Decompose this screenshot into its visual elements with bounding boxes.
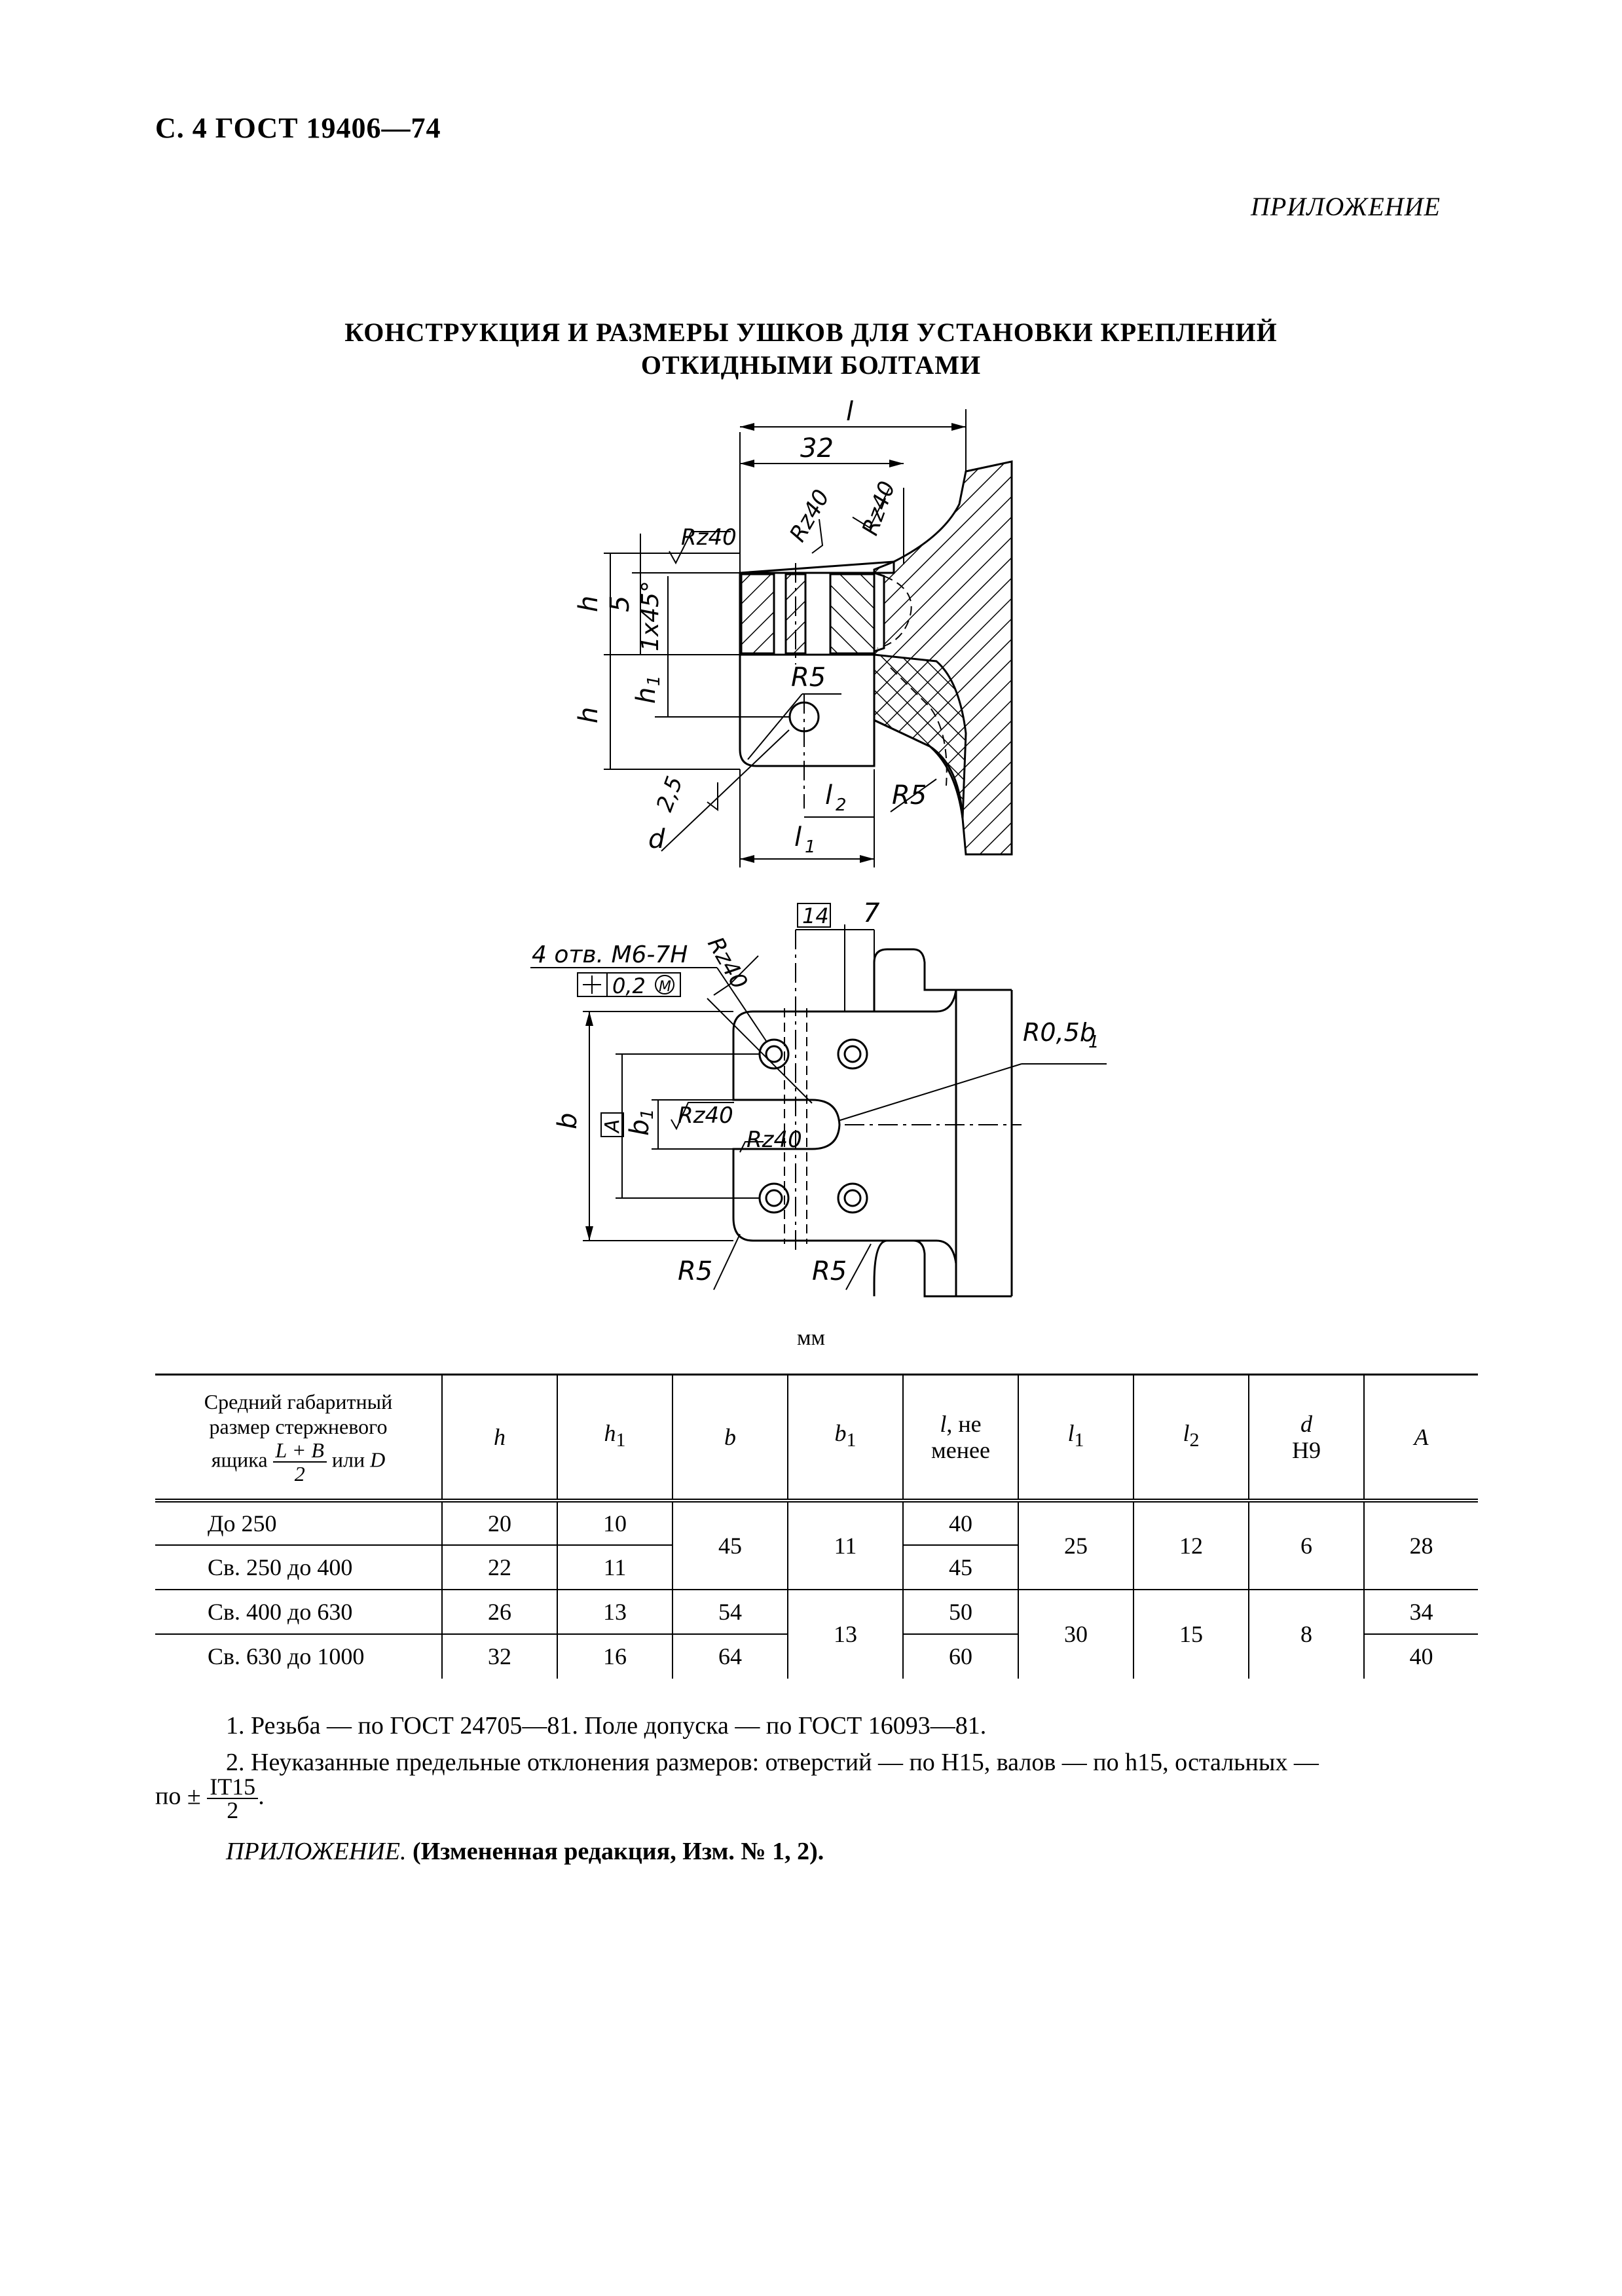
dim-l1-sub: 1 bbox=[805, 837, 816, 857]
dim-32: 32 bbox=[800, 433, 834, 464]
r5-label-3: R5 bbox=[678, 1256, 712, 1286]
dim-l: l bbox=[846, 397, 853, 427]
rz40-label-3: Rz40 bbox=[857, 478, 901, 539]
header-size: Средний габаритный размер стержневого ящ… bbox=[155, 1374, 442, 1503]
header-l1: l1 bbox=[1018, 1374, 1134, 1503]
r05b1-sub: 1 bbox=[1088, 1032, 1099, 1052]
header-b1: b1 bbox=[787, 1374, 903, 1503]
dim-14: 14 bbox=[802, 903, 829, 928]
header-l2: l2 bbox=[1133, 1374, 1249, 1503]
dim-b1-sub: 1 bbox=[638, 1108, 657, 1120]
table-row: Св. 630 до 1000 32 16 64 60 40 bbox=[155, 1633, 1478, 1679]
dim-h-lower: h bbox=[574, 707, 604, 723]
document-title-line1: КОНСТРУКЦИЯ И РАЗМЕРЫ УШКОВ ДЛЯ УСТАНОВК… bbox=[344, 318, 1278, 347]
plan-view bbox=[530, 903, 1107, 1298]
rz40-label-5: Rz40 bbox=[678, 1102, 733, 1129]
tolerance-value: 0,2 bbox=[612, 974, 646, 998]
document-title-line2: ОТКИДНЫМИ БОЛТАМИ bbox=[640, 350, 982, 380]
page-header: С. 4 ГОСТ 19406—74 bbox=[155, 112, 441, 144]
table-row: Св. 250 до 400 22 11 45 bbox=[155, 1544, 1478, 1590]
note-3: ПРИЛОЖЕНИЕ. (Измененная редакция, Изм. №… bbox=[226, 1838, 824, 1865]
rz40-label-1: Rz40 bbox=[681, 524, 737, 551]
dim-h-upper: h bbox=[574, 596, 604, 612]
dim-h1-sub: 1 bbox=[644, 675, 664, 686]
dim-d: d bbox=[648, 824, 665, 854]
dimensions-table: Средний габаритный размер стержневого ящ… bbox=[155, 1374, 1478, 1679]
note-1: 1. Резьба — по ГОСТ 24705—81. Поле допус… bbox=[226, 1712, 987, 1740]
note-2: 2. Неуказанные предельные отклонения раз… bbox=[226, 1749, 1319, 1776]
r5-label-1: R5 bbox=[791, 663, 826, 693]
r05b1-label: R0,5b bbox=[1023, 1018, 1096, 1047]
dim-l2: l bbox=[825, 780, 832, 811]
dim-l1: l bbox=[794, 822, 802, 852]
header-h1: h1 bbox=[557, 1374, 673, 1503]
datum-a: A bbox=[601, 1119, 624, 1134]
section-view bbox=[604, 409, 1013, 867]
tolerance-m: M bbox=[659, 979, 671, 995]
technical-drawing: l 32 Rz40 Rz40 Rz40 h 5 1x45° h h 1 R5 2… bbox=[530, 397, 1107, 1298]
dim-chamfer: 1x45° bbox=[637, 581, 664, 651]
dim-l2-sub: 2 bbox=[836, 795, 847, 815]
r5-label-4: R5 bbox=[812, 1256, 847, 1286]
units-label: мм bbox=[796, 1326, 826, 1350]
dim-b: b bbox=[553, 1113, 583, 1129]
dim-h1: h bbox=[631, 687, 661, 704]
r5-label-2: R5 bbox=[892, 780, 927, 811]
table-row: До 250 20 10 45 11 40 25 12 6 28 bbox=[155, 1500, 1478, 1590]
table-row: Св. 400 до 630 26 13 54 13 50 30 15 8 34 bbox=[155, 1588, 1478, 1679]
rz40-label-4: Rz40 bbox=[702, 933, 752, 994]
holes-label: 4 отв. М6-7Н bbox=[532, 941, 688, 968]
appendix-label: ПРИЛОЖЕНИЕ bbox=[1251, 192, 1441, 221]
dim-5: 5 bbox=[605, 596, 635, 612]
dim-b1: b bbox=[625, 1120, 655, 1136]
header-b: b bbox=[672, 1374, 788, 1503]
header-h: h bbox=[441, 1374, 557, 1503]
dim-7: 7 bbox=[863, 898, 880, 928]
rz40-label-6: Rz40 bbox=[746, 1127, 802, 1153]
header-a: A bbox=[1363, 1374, 1478, 1503]
rz40-label-2: Rz40 bbox=[784, 485, 835, 546]
table-header-row: Средний габаритный размер стержневого ящ… bbox=[155, 1374, 1478, 1503]
angle-label: 2,5 bbox=[652, 773, 688, 815]
